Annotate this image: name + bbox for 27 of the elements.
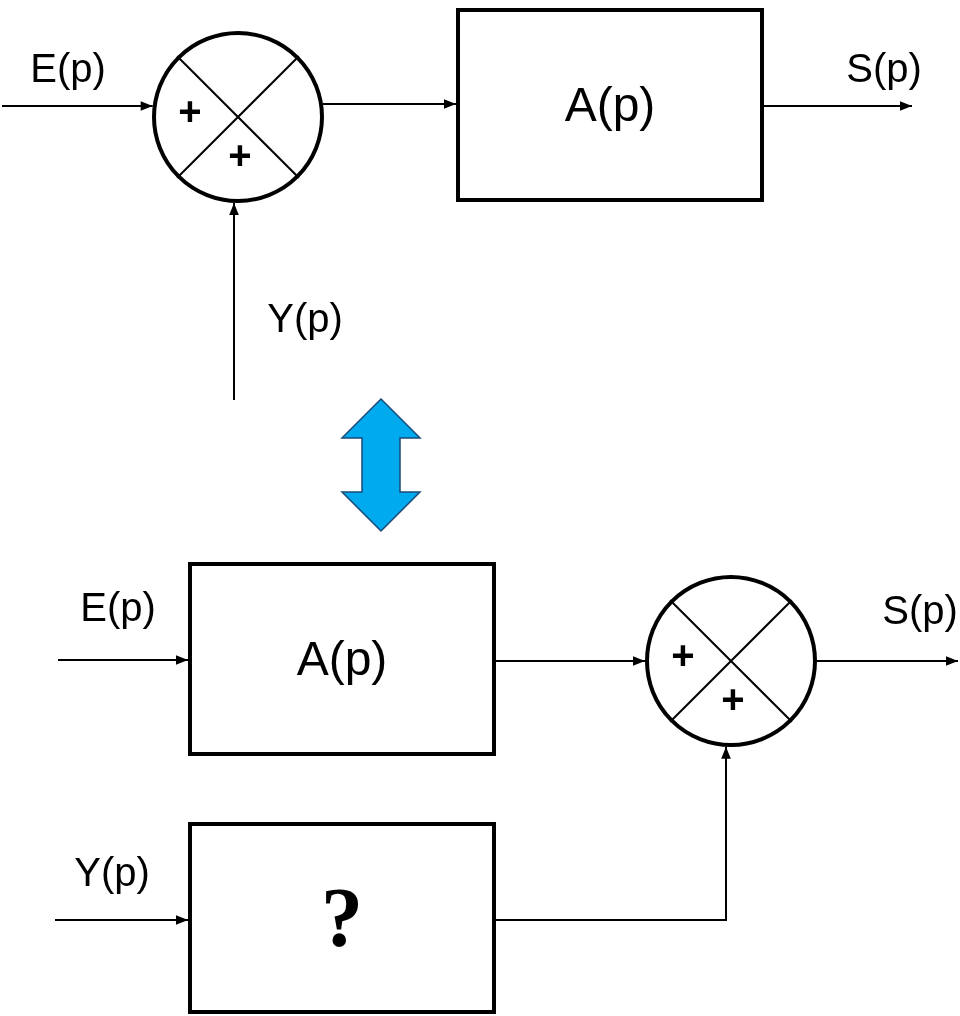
arrow <box>816 656 959 666</box>
sign-label: + <box>721 679 745 719</box>
block-label: ? <box>321 876 363 960</box>
signal-label: Y(p) <box>267 298 343 338</box>
block-label: A(p) <box>296 635 388 683</box>
signal-label: Y(p) <box>74 852 150 892</box>
signal-label: S(p) <box>846 48 922 88</box>
arrow <box>54 915 189 925</box>
block-box <box>456 8 764 202</box>
sign-label: + <box>228 135 252 175</box>
block-box <box>188 562 496 756</box>
arrow <box>763 101 913 111</box>
arrow <box>495 656 646 666</box>
summing-junction <box>152 31 324 203</box>
sign-label: + <box>671 635 695 675</box>
signal-label: E(p) <box>30 48 106 88</box>
block-box <box>188 822 496 1014</box>
arrow <box>229 201 239 401</box>
arrow <box>495 745 731 921</box>
block-label: A(p) <box>564 81 656 129</box>
signal-label: S(p) <box>882 590 958 630</box>
arrow <box>1 101 154 111</box>
signal-label: E(p) <box>80 587 156 627</box>
arrow <box>322 99 457 109</box>
sign-label: + <box>178 91 202 131</box>
summing-junction <box>645 575 817 747</box>
arrow <box>57 655 189 665</box>
